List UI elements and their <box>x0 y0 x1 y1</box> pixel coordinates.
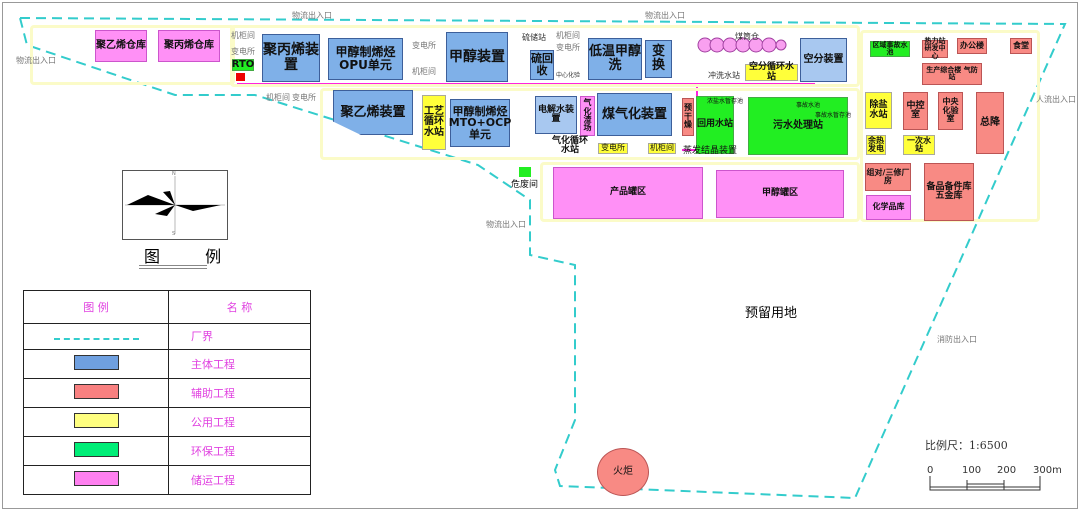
title-underline <box>139 265 207 269</box>
legend-table: 图 例名 称 厂界 主体工程 辅助工程 公用工程 环保工程 储运工程 <box>23 290 311 496</box>
scale-tick: 300m <box>1033 465 1062 476</box>
legend-label: 厂界 <box>168 323 311 350</box>
legend-title: 图 例 <box>144 247 242 266</box>
production-building: 生产综合楼 气防站 <box>922 63 982 85</box>
legend-swatch <box>23 464 169 496</box>
rectisol-unit: 低温甲醇洗 <box>588 38 642 80</box>
asu-unit: 空分装置 <box>800 38 847 82</box>
pp-unit: 聚丙烯装置 <box>262 34 320 82</box>
rto-marker <box>236 73 245 81</box>
legend-label: 公用工程 <box>168 406 311 437</box>
substation-label: 变电所 <box>292 93 316 102</box>
area-accident-pool: 区域事故水池 <box>870 41 910 57</box>
reserved-land: 预留用地 <box>745 306 798 321</box>
cabinet-room-label: 机柜间 <box>231 31 255 40</box>
cabinet-room-label: 机柜间 <box>412 67 436 76</box>
center-lab-label: 中心化验 <box>556 72 581 79</box>
legend-label: 主体工程 <box>168 348 311 379</box>
north-label: N <box>172 171 176 177</box>
zone <box>230 25 860 87</box>
product-tank-farm: 产品罐区 <box>553 167 703 219</box>
electrolysis-unit: 电解水装置 <box>535 96 577 134</box>
logistics-gate: 物流出入口 <box>16 56 56 65</box>
chemical-storage: 化学品库 <box>866 195 911 220</box>
accident-pool: 事故水池 <box>796 102 821 109</box>
shift-unit: 变换 <box>645 40 672 78</box>
cabinet-room-label: 机柜间 <box>556 31 580 40</box>
logistics-gate: 物流出入口 <box>292 11 332 20</box>
reuse-water-station: 回用水站 <box>696 96 734 154</box>
substation-label: 变电所 <box>412 41 436 50</box>
sulfur-store-label: 硫储站 <box>522 33 546 42</box>
legend-head-name: 名 称 <box>168 290 311 324</box>
brine-pool-label: 浓盐水暂存池 <box>707 98 744 105</box>
zone <box>540 162 860 222</box>
central-lab: 中央化验室 <box>938 92 963 130</box>
logistics-gate: 物流出入口 <box>645 11 685 20</box>
canteen: 食堂 <box>1010 38 1032 54</box>
legend-label: 辅助工程 <box>168 377 311 408</box>
legend-swatch <box>23 435 169 466</box>
south-label: S <box>172 231 176 237</box>
flush-water-station: 冲洗水站 <box>708 71 740 80</box>
waste-heat-power: 余热发电 <box>866 135 886 155</box>
repair-workshop: 组对/三修厂房 <box>865 163 911 191</box>
legend-swatch <box>23 377 169 408</box>
process-cooling-water: 工艺循环水站 <box>422 95 446 150</box>
main-substation: 总降 <box>976 92 1004 154</box>
zone <box>320 88 860 160</box>
substation-label: 变电所 <box>231 47 255 56</box>
sulfur-recovery: 硫回收 <box>530 50 554 80</box>
cabinet-room: 机柜间 <box>648 143 676 154</box>
wind-rose-icon <box>125 176 225 234</box>
spare-parts-warehouse: 备品备件库 五金库 <box>924 163 974 221</box>
primary-water-station: 一次水站 <box>903 135 935 155</box>
scale-label: 比例尺：1:6500 <box>925 439 1008 452</box>
office-building: 办公楼 <box>957 38 987 54</box>
substation-label: 变电所 <box>556 43 580 52</box>
sewage-treatment: 污水处理站 <box>748 97 848 155</box>
wind-rose: N S <box>122 170 228 240</box>
legend-swatch <box>23 323 169 350</box>
slag-yard: 气化渣场 <box>580 96 595 136</box>
opu-unit: 甲醇制烯烃OPU单元 <box>328 38 403 80</box>
methanol-unit: 甲醇装置 <box>446 32 508 82</box>
pre-dryer: 预干燥 <box>682 98 694 136</box>
legend-label: 储运工程 <box>168 464 311 496</box>
legend-swatch <box>23 348 169 379</box>
scale-tick: 200 <box>997 465 1017 476</box>
fire-gate: 消防出入口 <box>937 335 977 344</box>
pe-unit: 聚乙烯装置 <box>333 90 413 135</box>
pp-warehouse: 聚丙烯仓库 <box>158 30 220 62</box>
hazardous-waste-room: 危废间 <box>511 180 539 190</box>
gasification-unit: 煤气化装置 <box>597 93 672 136</box>
accident-storage-pool: 事故水暂存池 <box>815 112 852 119</box>
control-room: 中控室 <box>903 92 928 130</box>
evaporation-crystallization: 蒸发结晶装置 <box>683 146 738 156</box>
rto: RTO <box>231 58 255 71</box>
heat-rd-center: 热力站 研发中心 <box>922 37 948 59</box>
methanol-tank-farm: 甲醇罐区 <box>716 170 844 218</box>
coal-silo-label: 煤筒仓 <box>735 32 759 41</box>
logistics-gate: 物流出入口 <box>486 220 526 229</box>
gasification-water: 气化循环水站 <box>552 135 589 155</box>
zone <box>30 25 235 85</box>
scale-bar <box>929 476 1041 491</box>
asu-cooling-water: 空分循环水站 <box>745 62 798 81</box>
legend-label: 环保工程 <box>168 435 311 466</box>
scale-tick: 100 <box>962 465 982 476</box>
people-gate: 人流出入口 <box>1036 95 1076 104</box>
pe-warehouse: 聚乙烯仓库 <box>95 30 147 62</box>
hazwaste-marker <box>519 167 531 177</box>
mto-ocp-unit: 甲醇制烯烃MTO+OCP单元 <box>449 99 511 147</box>
substation: 变电所 <box>598 143 628 154</box>
legend-head-symbol: 图 例 <box>23 290 169 324</box>
flare: 火炬 <box>597 448 649 496</box>
scale-tick: 0 <box>927 465 934 476</box>
desalting-station: 除盐水站 <box>865 92 892 129</box>
coal-silos <box>697 37 787 53</box>
cabinet-room-label: 机柜间 <box>266 93 290 102</box>
legend-swatch <box>23 406 169 437</box>
